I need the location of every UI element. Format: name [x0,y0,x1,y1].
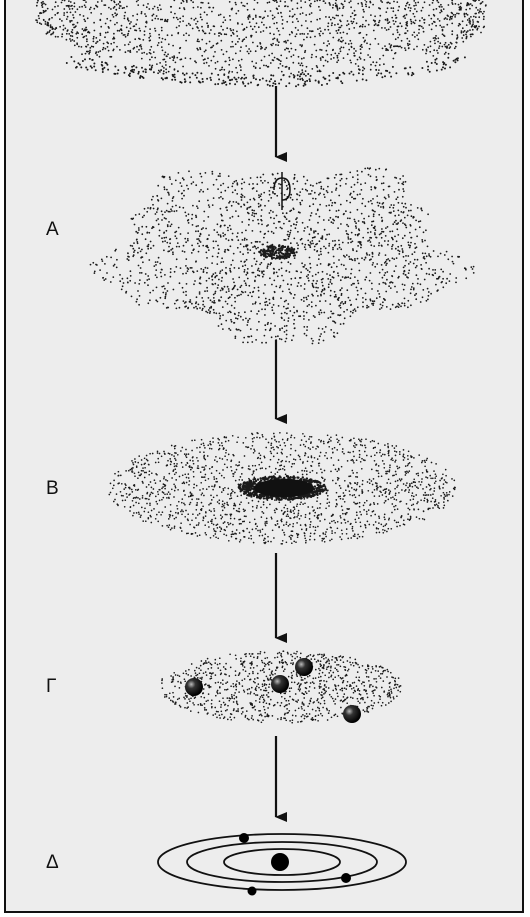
stage-label-a: Α [46,220,59,240]
stage-label-delta: Δ [46,853,59,873]
planet-a [239,833,249,843]
planet-1 [185,678,203,696]
solar-system [158,833,406,896]
planet-3 [343,705,361,723]
protoplanetary-disk [108,432,456,545]
stage-label-b: Β [46,479,59,499]
diagram-frame: Α Β Γ Δ [4,0,524,913]
nebula-diagram [6,0,522,911]
planet-b [341,873,351,883]
central-body [271,675,289,693]
stage-label-gamma: Γ [46,677,56,697]
planet-c [248,887,257,896]
planet-2 [295,658,313,676]
sun [271,853,289,871]
initial-nebula-cloud [35,0,487,88]
